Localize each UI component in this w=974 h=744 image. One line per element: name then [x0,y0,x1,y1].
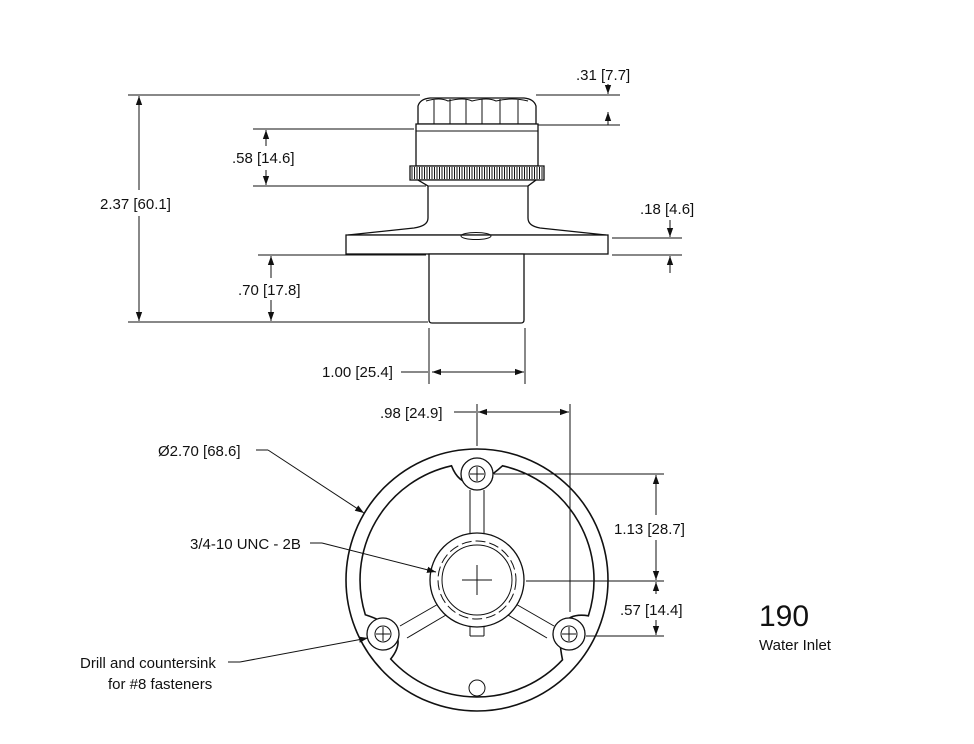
dim-diameter: Ø2.70 [68.6] [158,443,241,460]
knurl-lines [411,167,543,179]
dim-thread: 3/4-10 UNC - 2B [190,536,301,553]
stem [428,253,525,324]
dim-stem-width: 1.00 [25.4] [322,364,393,381]
inner-rim [359,464,595,698]
dim-knurl-to-cap: .58 [14.6] [232,150,295,167]
dim-flange-thickness: .18 [4.6] [640,201,694,218]
dim-hole-offset-x: .98 [24.9] [380,405,443,422]
part-name: Water Inlet [759,637,832,654]
dim-hole-offset-top: 1.13 [28.7] [614,521,685,538]
dim-cap-height: .31 [7.7] [576,67,630,84]
spokes [399,490,555,639]
thread-major [437,540,517,620]
fastener-hole-right [552,617,586,651]
fastener-note-line1: Drill and countersink [80,655,216,672]
cap-body [415,123,539,167]
title-block: 190 Water Inlet [759,600,832,654]
part-number: 190 [759,600,809,633]
top-view-dimensions: .98 [24.9] Ø2.70 [68.6] 3/4-10 UNC - 2B … [80,404,685,693]
fastener-hole-top [460,457,494,491]
dim-stem-height: .70 [17.8] [238,282,301,299]
drain-hole [468,679,486,697]
dim-hole-offset-bottom: .57 [14.4] [620,602,683,619]
fastener-note-line2: for #8 fasteners [108,676,212,693]
neck [347,179,607,236]
side-view [345,97,609,324]
thread-minor [441,544,513,616]
fastener-hole-left [366,617,400,651]
side-view-dimensions: .31 [7.7] 2.37 [60.1] .58 [14.6] .18 [4.… [100,67,694,384]
dim-overall-height: 2.37 [60.1] [100,196,171,213]
flange [345,234,609,255]
cap-knob [417,97,537,125]
outer-flange-circle [345,448,609,712]
top-view [345,448,609,712]
cap-flutes [425,98,529,124]
flange-port [460,232,492,240]
